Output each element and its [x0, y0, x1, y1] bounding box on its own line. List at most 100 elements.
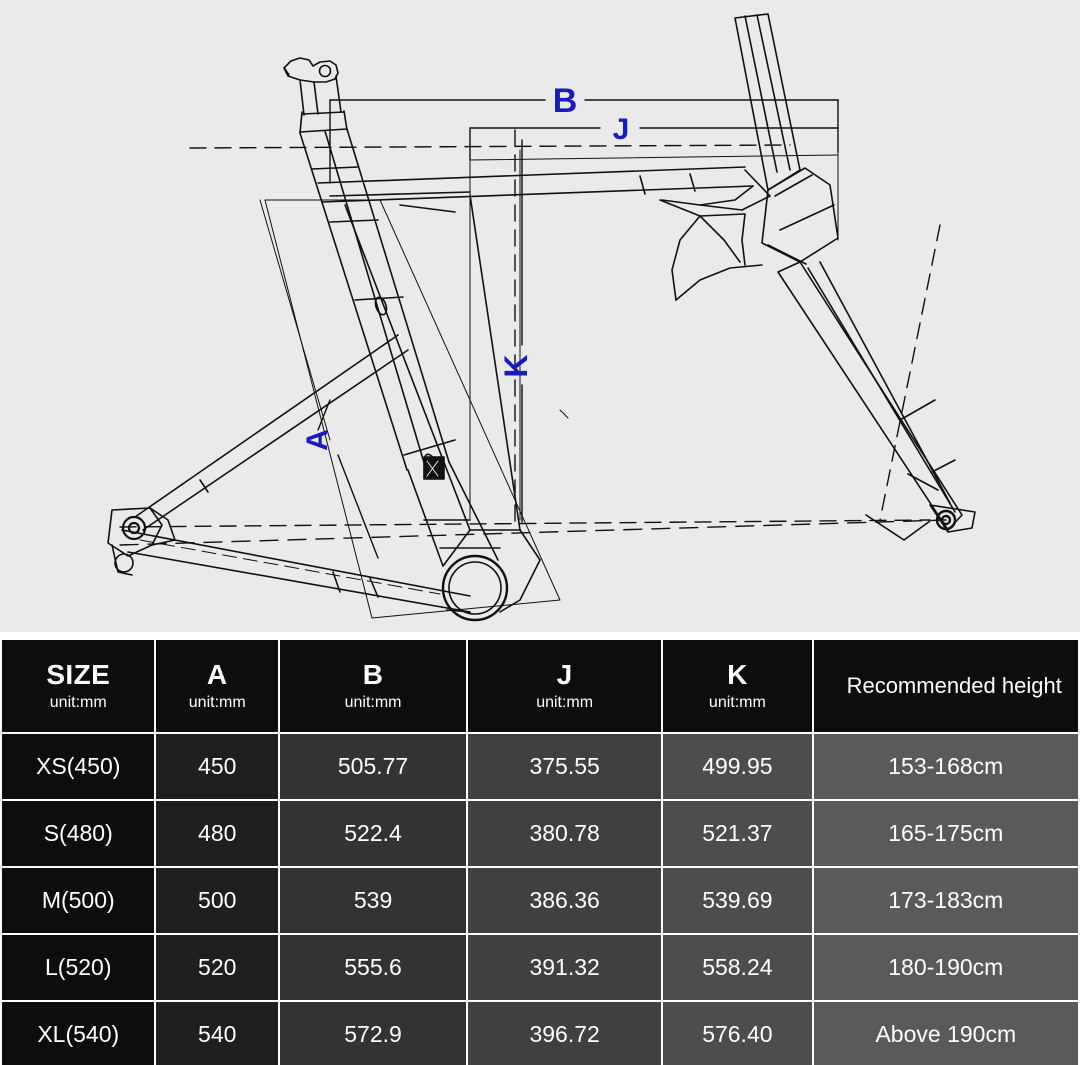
chain-stay-lower [127, 551, 471, 613]
header-letter-a: A [206, 659, 228, 691]
header-cell-recommended-height: Recommended height [813, 640, 1078, 732]
frame-technical-drawing: B J K A [107, 13, 976, 622]
rear-dropout-plate [149, 507, 176, 546]
head-tube-detail-3 [767, 244, 807, 265]
cell-recommended-height: 180-190cm [813, 935, 1078, 1000]
cell-j: 380.78 [468, 801, 662, 866]
bottom-bracket-inner [448, 561, 502, 615]
top-tube-seam-1 [639, 175, 646, 195]
header-letter-b: B [362, 659, 384, 691]
seat-stay-lower [142, 349, 409, 531]
seat-tube-band-1 [311, 166, 359, 170]
header-unit-b: unit:mm [344, 693, 402, 711]
rear-hanger [111, 544, 133, 576]
rear-axle-inner [127, 521, 141, 535]
cell-a: 480 [156, 801, 278, 866]
seat-stay-seam [199, 479, 209, 493]
dimension-label-b: B [553, 82, 578, 120]
cell-b: 539 [279, 868, 467, 933]
header-letter-k: K [727, 659, 748, 691]
header-letter-size: SIZE [46, 659, 111, 691]
table-row: M(500) 500 539 386.36 539.69 173-183cm [2, 868, 1078, 933]
seat-tube-port-1 [374, 296, 388, 316]
chain-stay-seam-2 [369, 577, 379, 598]
dim-a-leader-lower [337, 454, 379, 559]
table-body: XS(450) 450 505.77 375.55 499.95 153-168… [2, 734, 1078, 1065]
cell-k: 576.40 [663, 1002, 812, 1065]
steerer-inner-2 [756, 14, 791, 171]
dim-a-leader-upper [317, 399, 331, 431]
seatpost-head-detail-4 [335, 75, 342, 113]
cell-k: 521.37 [663, 801, 812, 866]
fork-crown-join [699, 185, 754, 206]
top-tube-seam-2 [689, 173, 696, 192]
header-unit-size: unit:mm [49, 693, 107, 711]
cell-b: 555.6 [279, 935, 467, 1000]
table-row: XS(450) 450 505.77 375.55 499.95 153-168… [2, 734, 1078, 799]
cell-j: 396.72 [468, 1002, 662, 1065]
head-tube-detail-1 [774, 174, 813, 197]
seatpost-collar-r [343, 110, 348, 131]
frame-outline-group [107, 13, 976, 622]
seat-stay-upper [134, 334, 399, 518]
chain-stay-upper [121, 529, 471, 597]
seat-tube-bb-right [448, 461, 499, 561]
fork-blade-seam-1 [899, 399, 936, 421]
head-tube-detail-2 [779, 204, 835, 231]
cell-j: 386.36 [468, 868, 662, 933]
fork-crown-curve-right [741, 213, 746, 266]
top-tube-lower [321, 185, 754, 203]
top-tube-upper [317, 166, 746, 184]
seat-tube-band-3 [354, 296, 404, 301]
seatpost-head-detail-2 [299, 79, 305, 116]
centerline-axle-horizontal [119, 519, 931, 528]
frame-diagram-panel: B J K A [0, 0, 1080, 632]
header-cell-size: SIZE unit:mm [2, 640, 155, 732]
fork-blade-seam-2 [931, 459, 956, 473]
fork-crown-brace [699, 215, 741, 263]
seatpost-head-detail-3 [313, 81, 319, 115]
cell-recommended-height: 173-183cm [813, 868, 1078, 933]
fork-crown-curve-left [671, 215, 701, 301]
table-row: S(480) 480 522.4 380.78 521.37 165-175cm [2, 801, 1078, 866]
centerline-wheelbase [119, 519, 947, 546]
header-cell-a: A unit:mm [156, 640, 278, 732]
cell-b: 572.9 [279, 1002, 467, 1065]
header-cell-b: B unit:mm [279, 640, 467, 732]
steerer-inner-1 [744, 15, 778, 173]
seat-tube-band-2 [329, 219, 379, 223]
cell-a: 450 [156, 734, 278, 799]
construction-diag-left [259, 199, 331, 441]
construction-lines [259, 149, 839, 619]
centerlines [119, 129, 947, 546]
header-unit-a: unit:mm [188, 693, 246, 711]
cell-recommended-height: Above 190cm [813, 1002, 1078, 1065]
fork-blade-inner-2 [819, 261, 951, 504]
fork-dropout-tab [865, 514, 931, 541]
rear-hanger-bolt [114, 553, 134, 573]
cell-recommended-height: 165-175cm [813, 801, 1078, 866]
bottom-bracket-outer [441, 554, 509, 622]
header-cell-k: K unit:mm [663, 640, 812, 732]
down-tube-left-edge [344, 204, 471, 531]
chain-stay-seam-1 [332, 571, 341, 593]
seat-tube-left [299, 132, 408, 471]
cell-j: 375.55 [468, 734, 662, 799]
fork-crown-lower [659, 199, 746, 217]
header-letter-j: J [556, 659, 573, 691]
cell-recommended-height: 153-168cm [813, 734, 1078, 799]
cell-b: 505.77 [279, 734, 467, 799]
table-row: XL(540) 540 572.9 396.72 576.40 Above 19… [2, 1002, 1078, 1065]
down-tube-right-edge [469, 194, 521, 531]
fork-blade-outer [777, 261, 963, 531]
seatpost-collar-l [299, 111, 303, 134]
fork-crown-bottom [675, 264, 763, 301]
down-tube-detail-1 [399, 204, 456, 213]
cell-j: 391.32 [468, 935, 662, 1000]
bb-junction [442, 529, 541, 613]
chain-stay-centerline [139, 539, 441, 595]
cell-size: XS(450) [2, 734, 155, 799]
cell-a: 520 [156, 935, 278, 1000]
centerline-fork-steer [879, 224, 941, 521]
